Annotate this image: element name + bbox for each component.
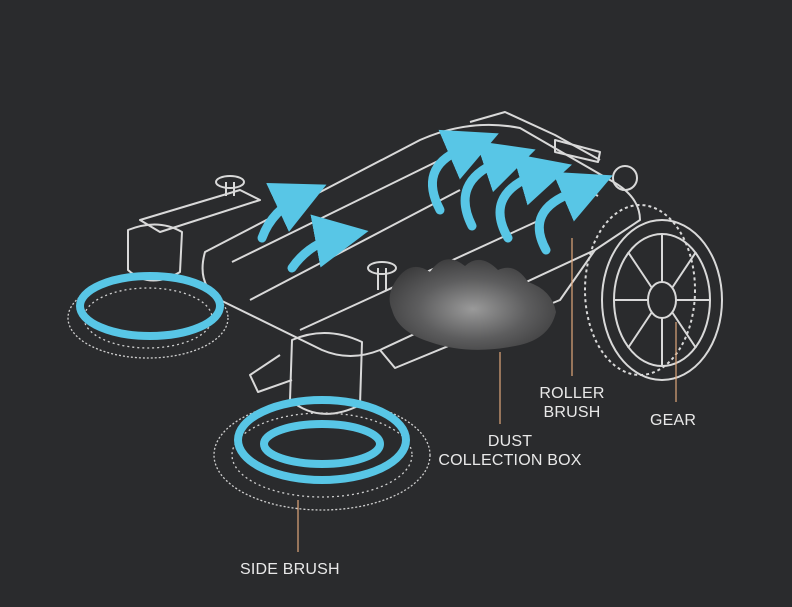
label-side-brush: SIDE BRUSH — [240, 560, 340, 579]
sweeper-body — [127, 111, 641, 415]
leader-lines — [297, 238, 677, 552]
rotation-ring-icon — [76, 272, 410, 484]
label-side-brush-text: SIDE BRUSH — [240, 561, 340, 578]
label-gear: GEAR — [650, 411, 696, 430]
label-dust-line1: DUST — [487, 433, 533, 450]
label-roller-brush: ROLLER BRUSH — [532, 384, 612, 422]
label-roller-line2: BRUSH — [543, 404, 601, 421]
label-roller-line1: ROLLER — [539, 385, 605, 402]
label-gear-text: GEAR — [650, 412, 697, 429]
label-dust-collection-box: DUST COLLECTION BOX — [430, 432, 590, 470]
curved-arrow-icon — [257, 129, 613, 273]
dust-cloud — [389, 259, 556, 350]
label-dust-line2: COLLECTION BOX — [438, 452, 582, 469]
gear-wheel — [584, 204, 723, 381]
